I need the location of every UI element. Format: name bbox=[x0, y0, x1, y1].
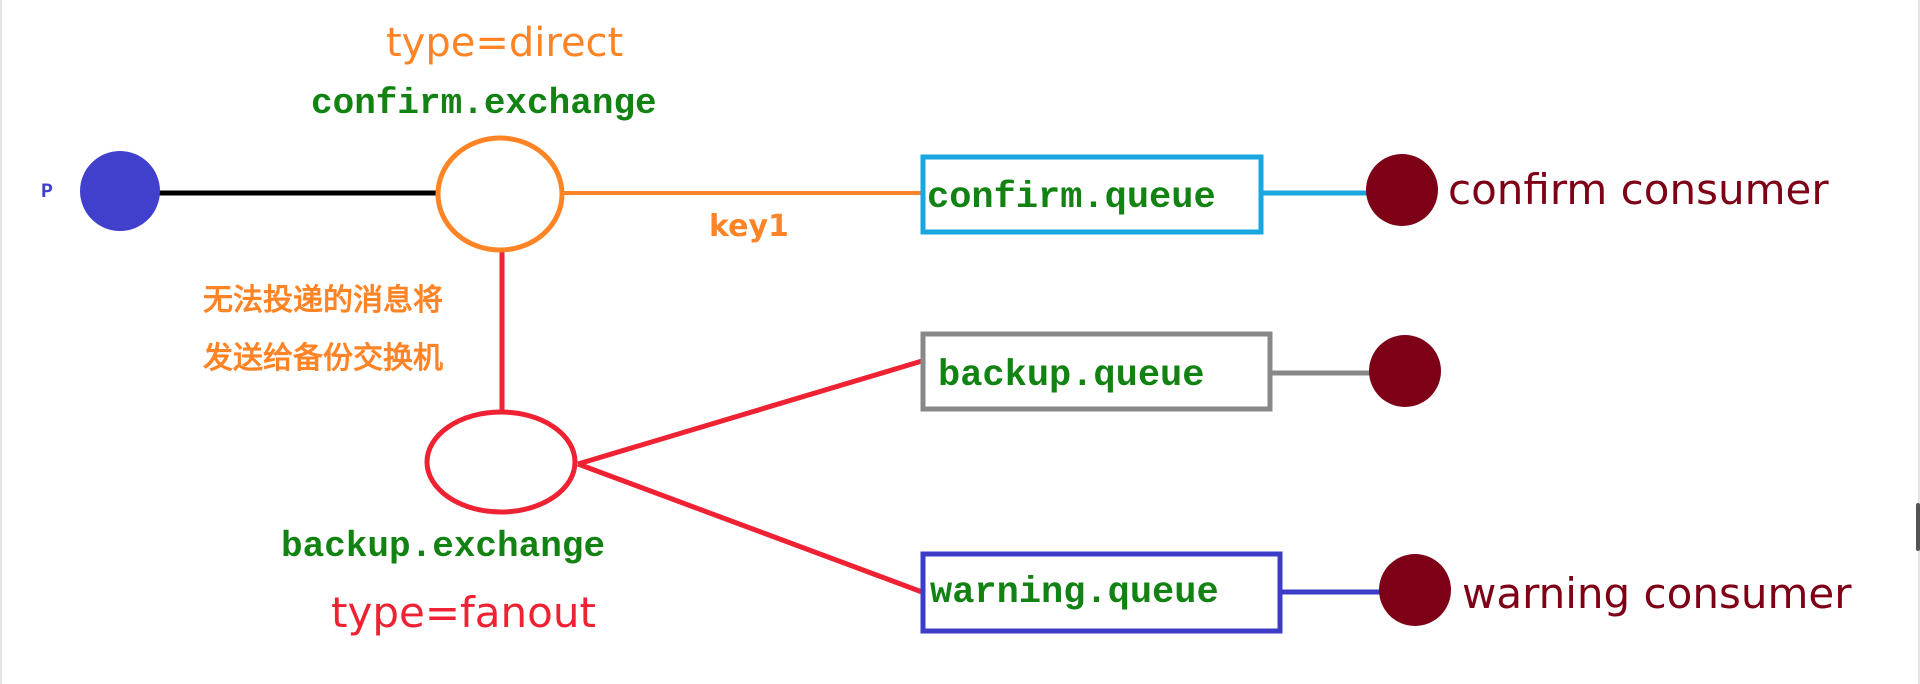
backup-exchange-to-backup-queue-line bbox=[577, 358, 923, 467]
backup-note-line2: 发送给备份交换机 bbox=[202, 341, 443, 376]
backup-queue-label: backup.queue bbox=[938, 355, 1204, 397]
backup-exchange-to-warning-queue-line bbox=[577, 461, 923, 595]
routing-key-label: key1 bbox=[709, 209, 789, 244]
backup-consumer-node bbox=[1369, 335, 1441, 407]
warning-queue-box bbox=[920, 551, 1283, 634]
confirm-exchange-node bbox=[435, 135, 565, 253]
confirm-consumer-node bbox=[1366, 154, 1438, 226]
right-border bbox=[1918, 0, 1920, 684]
warning-queue-label: warning.queue bbox=[930, 572, 1219, 614]
backup-exchange-type-label: type=fanout bbox=[331, 588, 596, 637]
backup-exchange-name: backup.exchange bbox=[281, 526, 605, 567]
backup-queue-box bbox=[920, 331, 1273, 412]
left-border bbox=[0, 0, 2, 684]
warning-consumer-node bbox=[1379, 554, 1451, 626]
confirm-consumer-label: confirm consumer bbox=[1448, 165, 1829, 214]
backup-note-line1: 无法投递的消息将 bbox=[203, 283, 443, 318]
confirm-queue-label: confirm.queue bbox=[927, 177, 1216, 219]
scrollbar-thumb[interactable] bbox=[1916, 503, 1920, 551]
backup-exchange-node bbox=[424, 409, 578, 515]
warning-consumer-label: warning consumer bbox=[1462, 569, 1852, 618]
producer-node bbox=[80, 151, 160, 231]
confirm-queue-box bbox=[920, 154, 1264, 235]
producer-label: P bbox=[41, 181, 53, 204]
confirm-exchange-type-label: type=direct bbox=[386, 20, 623, 66]
confirm-exchange-name: confirm.exchange bbox=[311, 83, 657, 124]
